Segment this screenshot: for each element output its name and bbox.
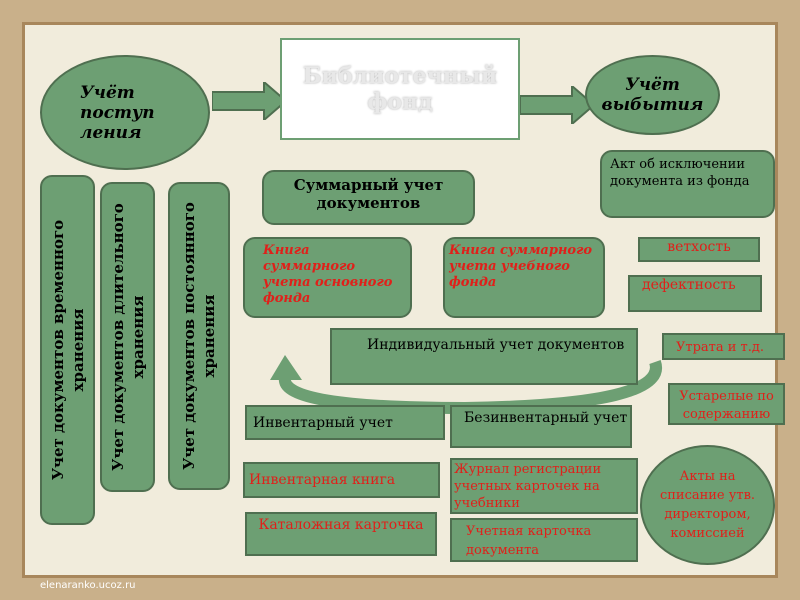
watermark: elenaranko.ucoz.ru bbox=[40, 580, 136, 591]
reason-outdated: Устарелые по содержанию bbox=[668, 383, 785, 425]
acts-writeoff-label: Акты на списание утв. директором, комисс… bbox=[659, 469, 756, 541]
act-box: Акт об исключении документа из фонда bbox=[600, 150, 775, 218]
book-main-box: Книга суммарного учета основного фонда bbox=[243, 237, 412, 318]
intake-ellipse: Учёт поступ ления bbox=[40, 55, 210, 170]
inventory-box: Инвентарный учет bbox=[245, 405, 445, 440]
reason-label: дефектность bbox=[642, 277, 736, 293]
summary-box: Суммарный учет документов bbox=[262, 170, 475, 225]
temporary-storage-label: Учет документов временного хранения bbox=[48, 219, 87, 481]
record-card-label: Учетная карточка документа bbox=[466, 524, 592, 558]
journal-box: Журнал регистрации учетных карточек на у… bbox=[450, 458, 638, 514]
long-term-storage-label: Учет документов длительного хранения bbox=[108, 203, 147, 471]
noninventory-box: Безинвентарный учет bbox=[450, 405, 632, 448]
long-term-storage-box: Учет документов длительного хранения bbox=[100, 182, 155, 492]
reason-label: Утрата и т.д. bbox=[676, 340, 764, 355]
withdrawal-label: Учёт выбытия bbox=[601, 75, 704, 115]
noninventory-label: Безинвентарный учет bbox=[464, 410, 628, 426]
reason-label: Устарелые по содержанию bbox=[679, 389, 774, 422]
library-fund-box: Библиотечный фонд bbox=[280, 38, 520, 140]
summary-label: Суммарный учет документов bbox=[293, 176, 444, 212]
temporary-storage-box: Учет документов временного хранения bbox=[40, 175, 95, 525]
inventory-label: Инвентарный учет bbox=[253, 415, 393, 431]
catalog-card-box: Каталожная карточка bbox=[245, 512, 437, 556]
reason-label: ветхость bbox=[667, 239, 731, 255]
individual-label: Индивидуальный учет документов bbox=[367, 337, 625, 353]
reason-defect: дефектность bbox=[628, 275, 762, 312]
library-fund-title: Библиотечный фонд bbox=[302, 63, 498, 115]
intake-label: Учёт поступ ления bbox=[80, 82, 155, 143]
catalog-card-label: Каталожная карточка bbox=[258, 517, 424, 533]
journal-label: Журнал регистрации учетных карточек на у… bbox=[454, 462, 602, 511]
inventory-book-label: Инвентарная книга bbox=[249, 472, 396, 488]
acts-writeoff-circle: Акты на списание утв. директором, комисс… bbox=[640, 445, 775, 565]
arrow-right-icon bbox=[520, 86, 596, 124]
record-card-box: Учетная карточка документа bbox=[450, 518, 638, 562]
book-edu-label: Книга суммарного учета учебного фонда bbox=[449, 243, 593, 290]
inventory-book-box: Инвентарная книга bbox=[243, 462, 440, 498]
withdrawal-ellipse: Учёт выбытия bbox=[585, 55, 720, 135]
permanent-storage-label: Учет документов постоянного хранения bbox=[180, 202, 218, 470]
reason-loss: Утрата и т.д. bbox=[662, 333, 785, 360]
permanent-storage-box: Учет документов постоянного хранения bbox=[168, 182, 230, 490]
arrow-right-icon bbox=[212, 82, 288, 120]
reason-decay: ветхость bbox=[638, 237, 760, 262]
individual-box: Индивидуальный учет документов bbox=[330, 328, 638, 385]
book-edu-box: Книга суммарного учета учебного фонда bbox=[443, 237, 605, 318]
book-main-label: Книга суммарного учета основного фонда bbox=[263, 243, 393, 306]
act-label: Акт об исключении документа из фонда bbox=[610, 157, 750, 189]
